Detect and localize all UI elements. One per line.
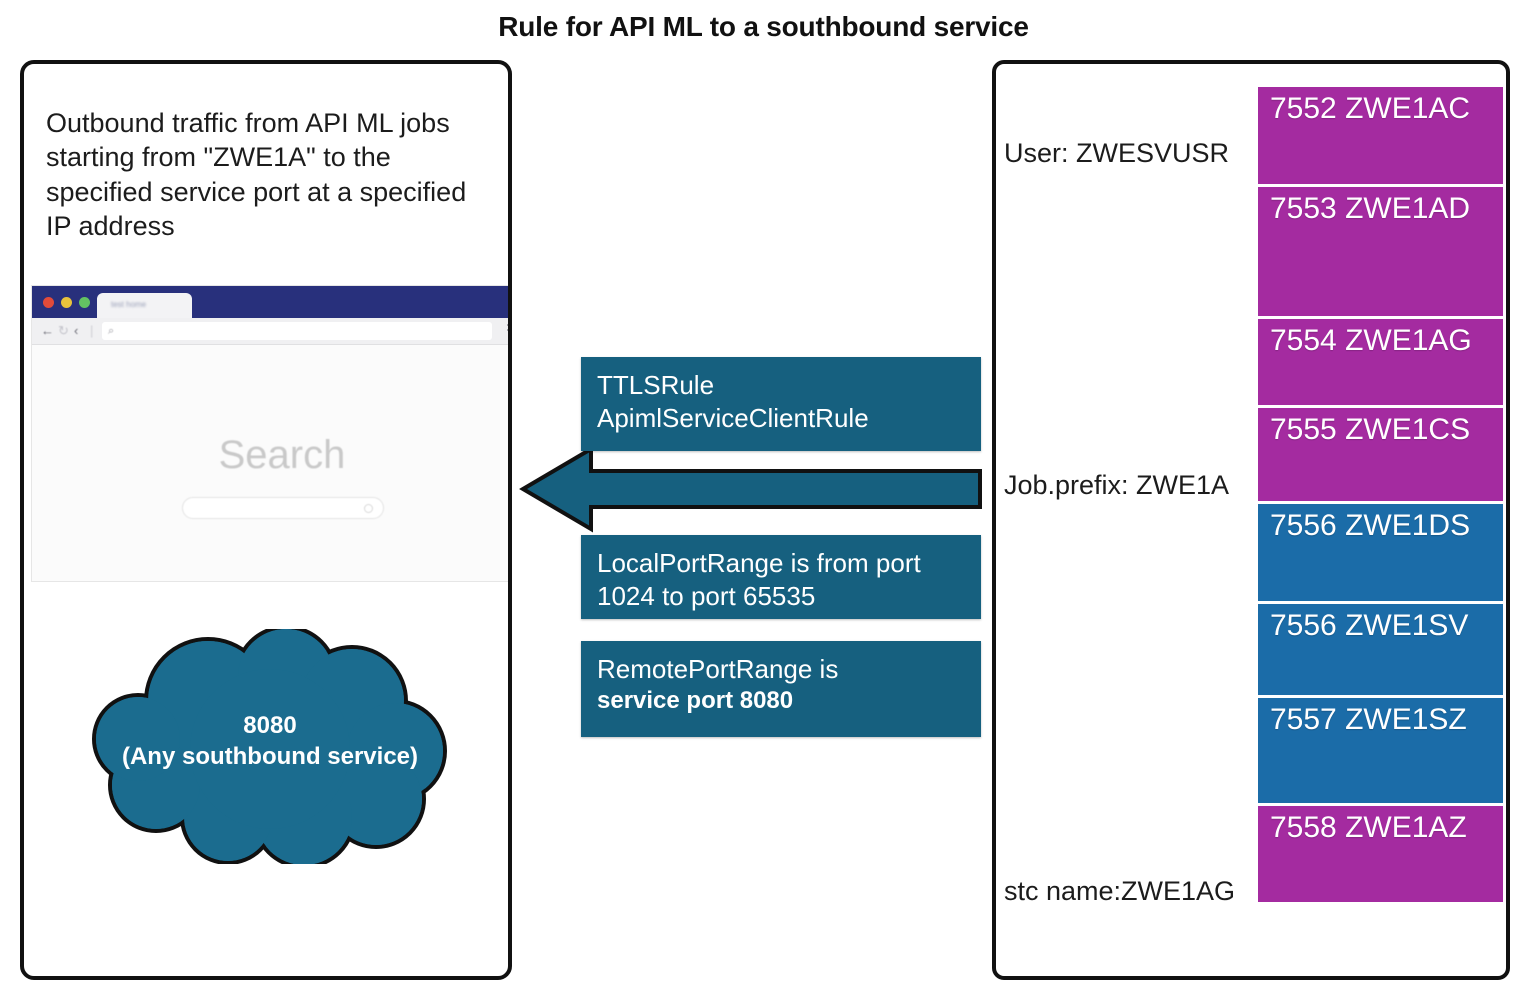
port-row-label: 7557 ZWE1SZ (1270, 703, 1467, 736)
callout-rule-line1: TTLSRule (597, 370, 715, 400)
port-row-label: 7558 ZWE1AZ (1270, 811, 1467, 844)
port-row-label: 7556 ZWE1DS (1270, 509, 1471, 542)
callout-localport-line1: LocalPortRange is from port (597, 548, 921, 578)
user-label: User: ZWESVUSR (1004, 138, 1230, 168)
callout-remoteport-line2: service port 8080 (597, 686, 794, 714)
browser-titlebar: test home (32, 286, 508, 318)
port-row: 7552 ZWE1AC (1258, 87, 1503, 184)
port-row-label: 7556 ZWE1SV (1270, 609, 1469, 642)
port-row-label: 7552 ZWE1AC (1270, 92, 1471, 125)
reload-icon[interactable]: ↻ (58, 323, 69, 338)
port-row-label: 7553 ZWE1AD (1270, 192, 1471, 225)
search-icon: ⌕ (108, 325, 115, 337)
callout-ttls-rule: TTLSRule ApimlServiceClientRule (581, 357, 981, 451)
port-row: 7558 ZWE1AZ (1258, 806, 1503, 902)
browser-url-input[interactable]: ⌕ (102, 322, 492, 340)
right-panel: User: ZWESVUSR Job.prefix: ZWE1A stc nam… (992, 60, 1510, 980)
browser-tab[interactable]: test home (97, 293, 192, 318)
search-input[interactable] (182, 497, 384, 519)
port-row: 7556 ZWE1SV (1258, 604, 1503, 695)
search-input-indicator-icon (364, 504, 373, 513)
page-title: Rule for API ML to a southbound service (498, 11, 1029, 42)
callout-localport-line2: 1024 to port 65535 (597, 580, 816, 611)
port-row-label: 7554 ZWE1AG (1270, 324, 1472, 357)
browser-tab-label: test home (111, 300, 147, 309)
browser-mockup: test home ← ↻ ‹ | ⌕ Search (32, 286, 508, 581)
port-row: 7557 ZWE1SZ (1258, 698, 1503, 803)
forward-arrow-icon[interactable]: ‹ (74, 323, 79, 338)
back-arrow-icon[interactable]: ← (41, 323, 54, 338)
browser-toolbar: ← ↻ ‹ | ⌕ (32, 318, 508, 345)
hamburger-menu-icon[interactable] (507, 324, 508, 336)
stc-name-label: stc name:ZWE1AG (1004, 876, 1236, 906)
window-maximize-icon[interactable] (79, 297, 90, 308)
port-list: 7552 ZWE1AC 7553 ZWE1AD 7554 ZWE1AG 7555 ZW… (1258, 87, 1503, 905)
port-row-label: 7555 ZWE1CS (1270, 413, 1471, 446)
search-heading: Search (218, 433, 346, 477)
browser-content-area: Search (32, 345, 508, 581)
port-row: 7553 ZWE1AD (1258, 187, 1503, 316)
callout-remote-port-range: RemotePortRange is service port 8080 (581, 641, 981, 737)
window-close-icon[interactable] (43, 297, 54, 308)
traffic-direction-arrow (519, 443, 984, 535)
left-arrow-icon (519, 445, 982, 533)
job-prefix-label: Job.prefix: ZWE1A (1004, 470, 1230, 500)
callout-remoteport-line1: RemotePortRange is (597, 654, 839, 684)
port-row: 7556 ZWE1DS (1258, 504, 1503, 601)
window-minimize-icon[interactable] (61, 297, 72, 308)
left-panel: Outbound traffic from API ML jobs starti… (20, 60, 512, 980)
southbound-service-cloud: 8080 (Any southbound service) (90, 625, 450, 869)
toolbar-divider: | (90, 323, 94, 338)
callout-local-port-range: LocalPortRange is from port 1024 to port… (581, 535, 981, 619)
port-row: 7554 ZWE1AG (1258, 319, 1503, 405)
outbound-traffic-description: Outbound traffic from API ML jobs starti… (46, 108, 467, 241)
port-row: 7555 ZWE1CS (1258, 408, 1503, 501)
cloud-icon (92, 625, 447, 869)
callout-rule-line2: ApimlServiceClientRule (597, 402, 869, 433)
